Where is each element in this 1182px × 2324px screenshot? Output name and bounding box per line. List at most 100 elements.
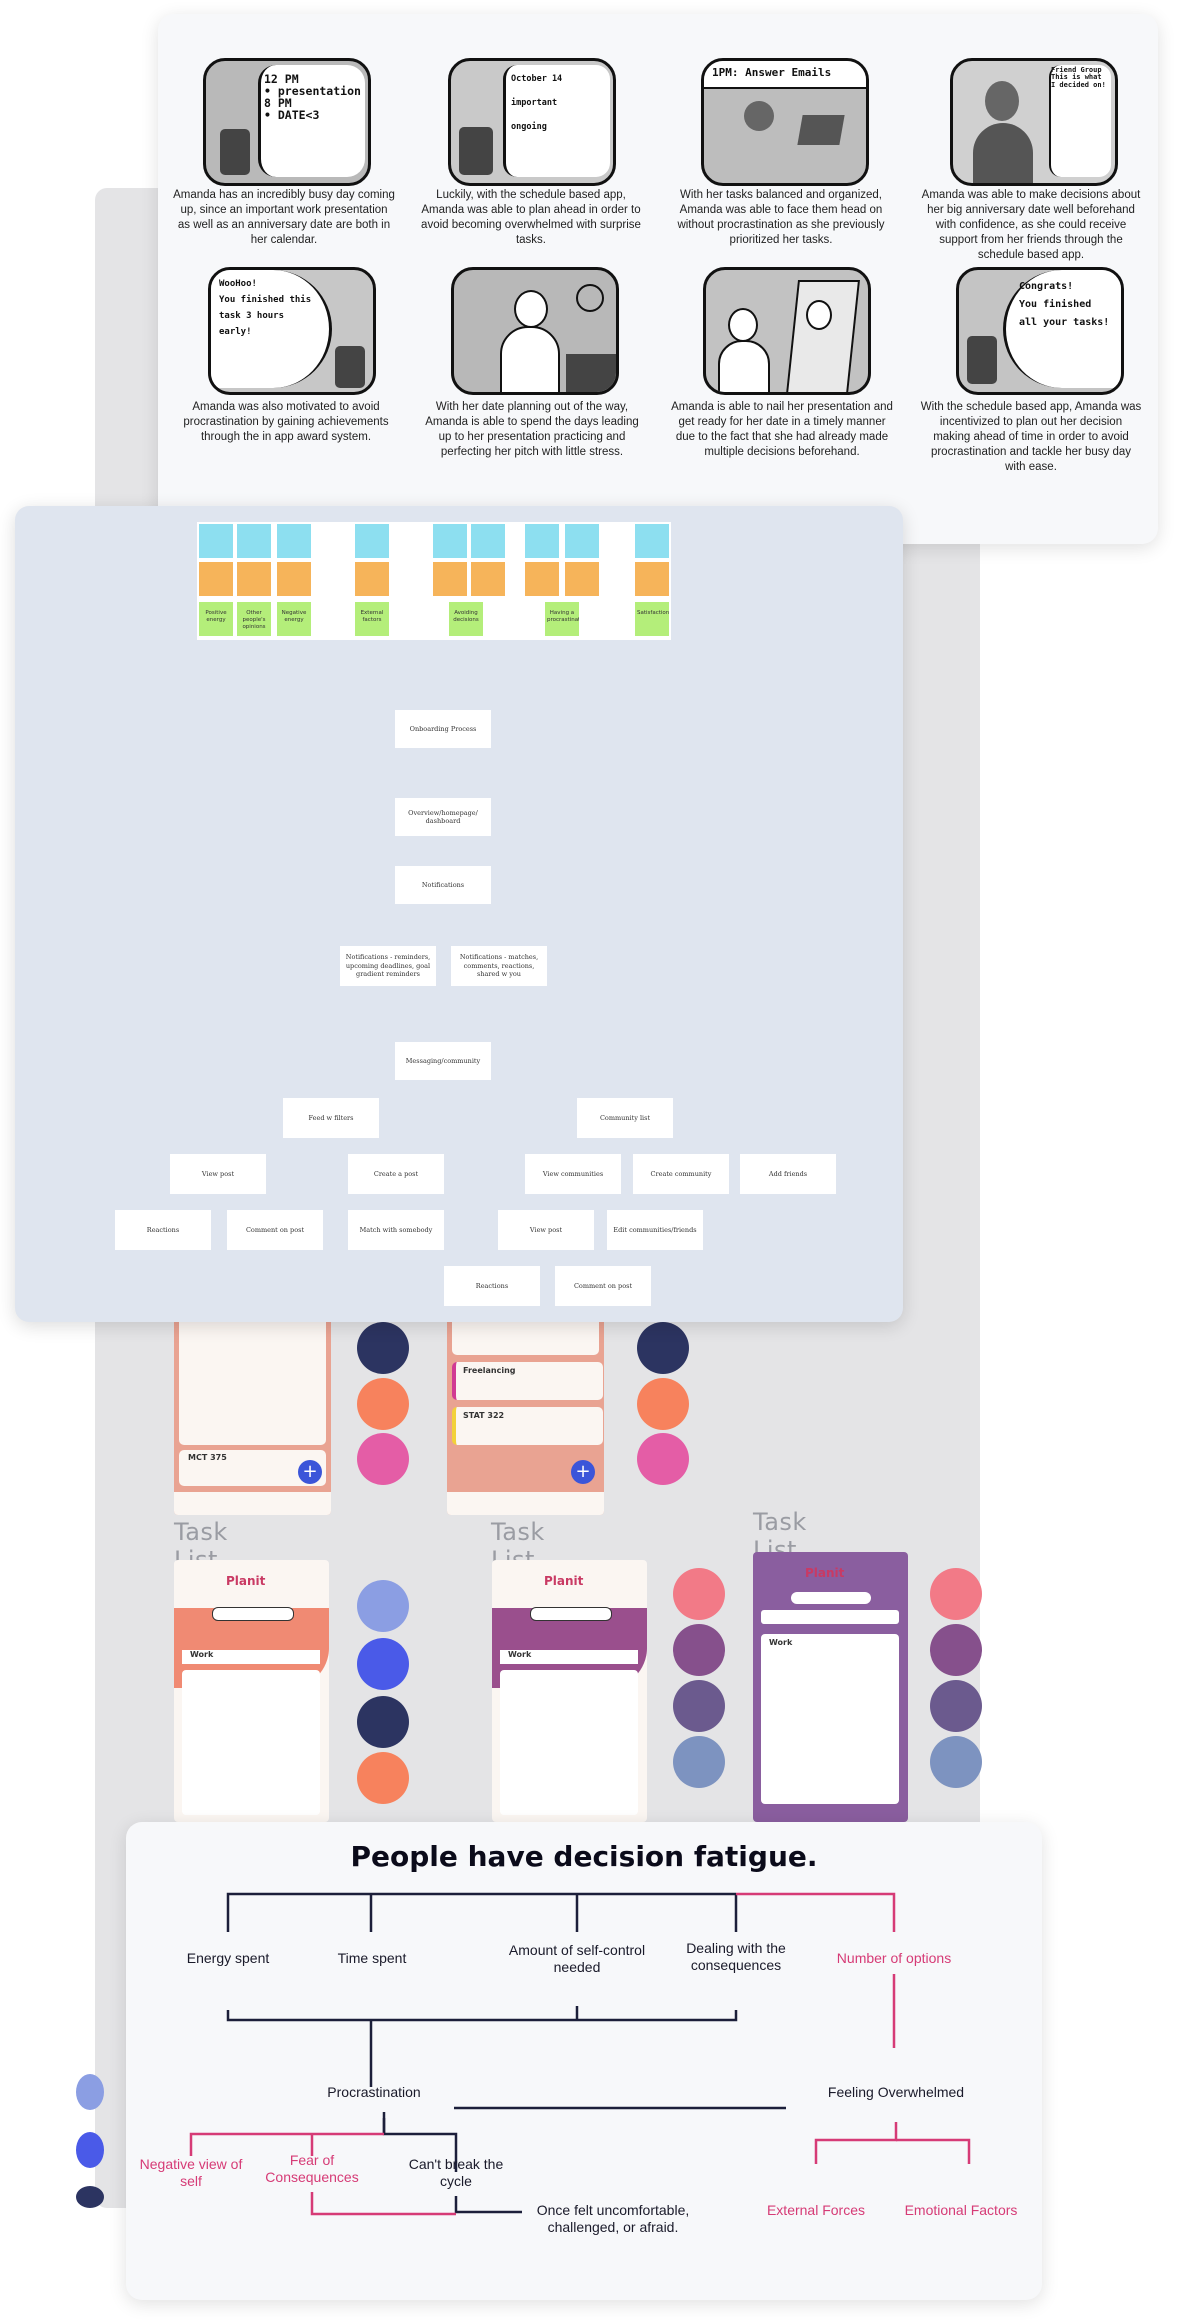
affinity-board: Positive energy Other people's opinions … bbox=[197, 522, 671, 640]
storyboard-caption: Amanda is able to nail her presentation … bbox=[671, 401, 893, 458]
sticky-note bbox=[277, 524, 311, 558]
decision-fatigue-card: People have decision fatigue. bbox=[126, 1822, 1042, 2300]
storyboard-caption: Amanda was also motivated to avoid procr… bbox=[183, 401, 389, 443]
swatch bbox=[673, 1568, 725, 1620]
swatch bbox=[357, 1322, 409, 1374]
theme-note: Satisfaction bbox=[635, 602, 669, 636]
storyboard-caption: With her tasks balanced and organized, A… bbox=[677, 189, 885, 246]
sitemap-node-create-community: Create community bbox=[633, 1154, 729, 1194]
storyboard-caption: Amanda was able to make decisions about … bbox=[921, 189, 1141, 261]
panel-handwriting: Congrats! You finished all your tasks! bbox=[1019, 281, 1110, 328]
sticky-note bbox=[277, 562, 311, 596]
card-title: MCT 375 bbox=[188, 1453, 227, 1462]
theme-note: Other people's opinions bbox=[237, 602, 271, 636]
sticky-note bbox=[565, 524, 599, 558]
sticky-note bbox=[237, 524, 271, 558]
swatch bbox=[357, 1696, 409, 1748]
storyboard-panel-4: Friend Group This is what I decided on! bbox=[950, 58, 1118, 186]
swatch bbox=[930, 1680, 982, 1732]
node-negative-view: Negative view of self bbox=[139, 2156, 243, 2189]
swatch bbox=[76, 2132, 104, 2168]
sitemap-node-comment: Comment on post bbox=[227, 1210, 323, 1250]
add-task-button[interactable]: + bbox=[571, 1460, 595, 1484]
sitemap-card: Positive energy Other people's opinions … bbox=[15, 506, 903, 1322]
theme-note: Having a procrastination bbox=[545, 602, 579, 636]
swatch bbox=[357, 1580, 409, 1632]
sitemap-node-overview: Overview/homepage/ dashboard bbox=[395, 798, 491, 836]
sitemap-node-match: Match with somebody bbox=[348, 1210, 444, 1250]
theme-note: External factors bbox=[355, 602, 389, 636]
sitemap-node-notifications: Notifications bbox=[395, 866, 491, 904]
sitemap-node-view-communities: View communities bbox=[525, 1154, 621, 1194]
app-logo: Planit bbox=[805, 1566, 845, 1580]
theme-note: Negative energy bbox=[277, 602, 311, 636]
storyboard-panel-2: October 14 important ongoing bbox=[448, 58, 616, 186]
sticky-note bbox=[471, 562, 505, 596]
sitemap-node-onboarding: Onboarding Process bbox=[395, 710, 491, 748]
storyboard-caption: Luckily, with the schedule based app, Am… bbox=[421, 189, 641, 246]
sitemap-node-messaging: Messaging/community bbox=[395, 1042, 491, 1080]
panel-handwriting: WooHoo! You finished this task 3 hours e… bbox=[219, 279, 312, 337]
panel-handwriting: 1PM: Answer Emails bbox=[712, 66, 832, 79]
swatch bbox=[673, 1624, 725, 1676]
swatch bbox=[357, 1378, 409, 1430]
storyboard-caption: Amanda has an incredibly busy day coming… bbox=[173, 189, 395, 246]
node-fear-of-consequences: Fear of Consequences bbox=[265, 2152, 359, 2185]
sitemap-node-community-list: Community list bbox=[577, 1098, 673, 1138]
swatch bbox=[76, 2186, 104, 2208]
phone-mockup-4: Planit Work bbox=[492, 1560, 647, 1822]
sticky-note bbox=[199, 524, 233, 558]
sitemap-node-notif-reminders: Notifications - reminders, upcoming dead… bbox=[340, 946, 436, 986]
list-header: Work bbox=[761, 1634, 899, 1804]
theme-note: Avoiding decisions bbox=[449, 602, 483, 636]
list-header: Work bbox=[500, 1650, 638, 1664]
theme-note: Positive energy bbox=[199, 602, 233, 636]
storyboard-card: 12 PM • presentation 8 PM • DATE<3 Amand… bbox=[158, 14, 1158, 544]
swatch bbox=[357, 1752, 409, 1804]
sticky-note bbox=[565, 562, 599, 596]
sitemap-node-view-post: View post bbox=[170, 1154, 266, 1194]
card-title: Freelancing bbox=[463, 1366, 516, 1375]
storyboard-panel-8: Congrats! You finished all your tasks! bbox=[956, 267, 1124, 395]
sticky-note bbox=[355, 524, 389, 558]
node-external-forces: External Forces bbox=[766, 2202, 866, 2218]
swatch bbox=[637, 1433, 689, 1485]
sticky-note bbox=[525, 524, 559, 558]
sticky-note bbox=[355, 562, 389, 596]
card-title: STAT 322 bbox=[463, 1411, 505, 1420]
sitemap-node-edit-communities: Edit communities/friends bbox=[607, 1210, 703, 1250]
panel-handwriting: 12 PM • presentation 8 PM • DATE<3 bbox=[264, 72, 361, 123]
storyboard-panel-6 bbox=[451, 267, 619, 395]
swatch bbox=[673, 1736, 725, 1788]
swatch bbox=[930, 1624, 982, 1676]
factor-energy-spent: Energy spent bbox=[186, 1950, 270, 1966]
node-procrastination: Procrastination bbox=[327, 2084, 421, 2100]
phone-mockup-1: MCT 375 + bbox=[174, 1310, 331, 1515]
sticky-note bbox=[635, 524, 669, 558]
sticky-note bbox=[635, 562, 669, 596]
storyboard-panel-7 bbox=[703, 267, 871, 395]
sitemap-node-view-post-2: View post bbox=[498, 1210, 594, 1250]
list-header: Work bbox=[182, 1650, 320, 1664]
swatch bbox=[357, 1433, 409, 1485]
node-once-felt: Once felt uncomfortable, challenged, or … bbox=[536, 2202, 690, 2235]
node-emotional-factors: Emotional Factors bbox=[904, 2202, 1018, 2218]
sticky-note bbox=[433, 562, 467, 596]
swatch bbox=[930, 1568, 982, 1620]
swatch bbox=[637, 1322, 689, 1374]
swatch bbox=[76, 2074, 104, 2110]
diagram-title: People have decision fatigue. bbox=[350, 1840, 818, 1873]
sitemap-node-reactions-2: Reactions bbox=[444, 1266, 540, 1306]
sticky-note bbox=[433, 524, 467, 558]
factor-time-spent: Time spent bbox=[337, 1950, 407, 1966]
sitemap-node-comment-2: Comment on post bbox=[555, 1266, 651, 1306]
sitemap-node-notif-matches: Notifications - matches, comments, react… bbox=[451, 946, 547, 986]
sticky-note bbox=[525, 562, 559, 596]
sitemap-node-create-post: Create a post bbox=[348, 1154, 444, 1194]
factor-number-of-options: Number of options bbox=[836, 1950, 952, 1966]
sitemap-node-add-friends: Add friends bbox=[740, 1154, 836, 1194]
sticky-note bbox=[199, 562, 233, 596]
sitemap-node-feed: Feed w filters bbox=[283, 1098, 379, 1138]
diagram-connectors bbox=[189, 1892, 971, 2216]
add-task-button[interactable]: + bbox=[298, 1460, 322, 1484]
